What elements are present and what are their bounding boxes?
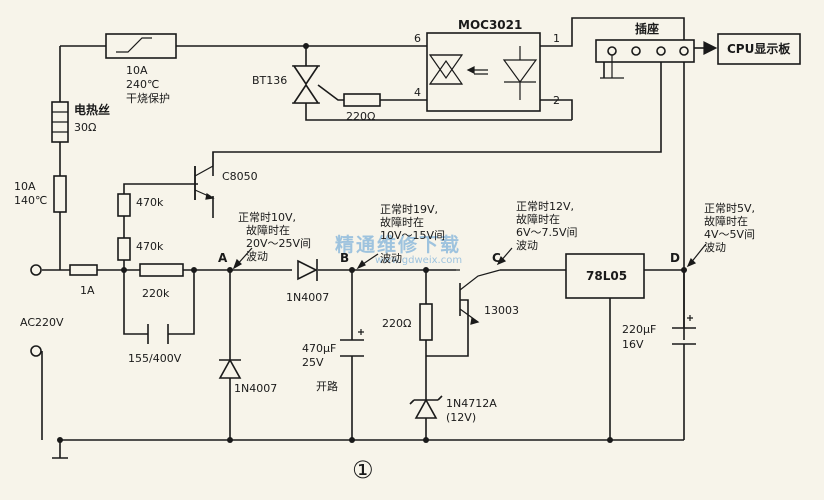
capacitor-470uf-fault-label: 开路 — [316, 380, 338, 393]
junction-dots — [57, 43, 687, 443]
capacitor-470uf-voltage-label: 25V — [302, 356, 324, 369]
capacitor-220uf — [672, 315, 696, 345]
heater-element — [51, 101, 69, 143]
figure-number: ① — [352, 456, 374, 484]
transistor-13003 — [456, 269, 501, 325]
opto-pin-1: 1 — [553, 32, 560, 45]
opto-pin-6: 6 — [414, 32, 421, 45]
socket-connector — [595, 39, 695, 79]
annotation-a-line-1: 正常时10V, — [238, 211, 296, 224]
heater-label: 电热丝 — [74, 102, 110, 117]
annotation-b-line-4: 波动 — [380, 252, 402, 265]
ac-input-terminals — [30, 264, 42, 357]
regulator-label: 78L05 — [586, 269, 627, 283]
annotation-a-line-4: 波动 — [246, 250, 268, 263]
annotation-arrows — [232, 243, 707, 270]
annotation-c: 正常时12V, 故障时在 6V～7.5V间 波动 — [516, 200, 578, 252]
capacitor-220uf-value-label: 220μF — [622, 323, 656, 336]
annotation-b-line-1: 正常时19V, — [380, 203, 438, 216]
fuse-140c-current-label: 10A — [14, 180, 36, 193]
node-c-label: C — [492, 251, 501, 265]
socket-label: 插座 — [635, 21, 659, 36]
annotation-d-line-4: 波动 — [704, 241, 726, 254]
fuse-1a — [69, 264, 98, 276]
capacitor-470uf-value-label: 470μF — [302, 342, 336, 355]
annotation-c-line-1: 正常时12V, — [516, 200, 574, 213]
thermal-fuse-240c — [105, 33, 177, 59]
triac-label: BT136 — [252, 74, 287, 87]
capacitor-155-400v — [147, 324, 169, 344]
capacitor-155-label: 155/400V — [128, 352, 182, 365]
node-a-label: A — [218, 251, 228, 265]
zener-voltage-label: (12V) — [446, 411, 476, 424]
capacitor-220uf-voltage-label: 16V — [622, 338, 644, 351]
thermal-fuse-desc-label: 干烧保护 — [126, 91, 170, 105]
resistor-470k-2-label: 470k — [136, 240, 164, 253]
resistor-470k-1 — [117, 193, 131, 217]
watermark: 精通维修下载 www.gdweix.com — [335, 233, 462, 266]
annotation-c-line-2: 故障时在 — [516, 212, 560, 226]
opto-label: MOC3021 — [458, 18, 522, 32]
resistor-470k-2 — [117, 237, 131, 261]
cpu-display-board — [703, 33, 801, 65]
thermal-fuse-current-label: 10A — [126, 64, 148, 77]
resistor-220k-label: 220k — [142, 287, 170, 300]
opto-pin-4: 4 — [414, 86, 421, 99]
annotation-c-line-4: 波动 — [516, 239, 538, 252]
gate-resistor-220 — [343, 93, 381, 107]
annotation-b-line-2: 故障时在 — [380, 215, 424, 229]
annotation-a: 正常时10V, 故障时在 20V～25V间 波动 — [238, 211, 311, 263]
triac-bt136 — [292, 65, 320, 104]
annotation-d-line-3: 4V～5V间 — [704, 228, 755, 241]
cpu-board-label: CPU显示板 — [727, 41, 791, 56]
fuse-140c-temp-label: 140℃ — [14, 194, 47, 207]
annotation-d-line-2: 故障时在 — [704, 214, 748, 228]
zener-label: 1N4712A — [446, 397, 497, 410]
thermal-fuse-140c — [53, 175, 67, 213]
annotation-b: 正常时19V, 故障时在 10V～15V间 波动 — [380, 203, 445, 265]
capacitor-470uf — [340, 329, 364, 357]
watermark-url: www.gdweix.com — [375, 255, 462, 266]
fuse-1a-label: 1A — [80, 284, 95, 297]
diode-1n4007-series-label: 1N4007 — [286, 291, 329, 304]
opto-pin-2: 2 — [553, 94, 560, 107]
annotation-a-line-3: 20V～25V间 — [246, 237, 311, 250]
gate-resistor-label: 220Ω — [346, 110, 375, 123]
node-b-label: B — [340, 251, 349, 265]
wires — [41, 17, 704, 459]
annotation-d-line-1: 正常时5V, — [704, 202, 755, 215]
regulator-78l05 — [565, 253, 645, 299]
transistor-13003-label: 13003 — [484, 304, 519, 317]
resistor-220-label: 220Ω — [382, 317, 411, 330]
node-d-label: D — [670, 251, 680, 265]
diode-1n4007-a-label: 1N4007 — [234, 382, 277, 395]
thermal-fuse-temp-label: 240℃ — [126, 78, 159, 91]
resistor-220k — [139, 263, 184, 277]
resistor-220 — [419, 303, 433, 341]
heater-value-label: 30Ω — [74, 121, 96, 134]
annotation-a-line-2: 故障时在 — [246, 223, 290, 237]
annotation-c-line-3: 6V～7.5V间 — [516, 226, 578, 239]
transistor-c8050 — [194, 152, 215, 200]
watermark-text: 精通维修下载 — [335, 233, 461, 256]
ac-input-label: AC220V — [20, 316, 64, 329]
optocoupler-moc3021 — [426, 32, 541, 112]
zener-1n4712a — [409, 395, 443, 419]
transistor-c8050-label: C8050 — [222, 170, 258, 183]
annotation-b-line-3: 10V～15V间 — [380, 229, 445, 242]
annotation-d: 正常时5V, 故障时在 4V～5V间 波动 — [704, 202, 755, 254]
diode-1n4007-series — [297, 259, 318, 281]
resistor-470k-1-label: 470k — [136, 196, 164, 209]
diode-1n4007-a — [218, 358, 242, 379]
